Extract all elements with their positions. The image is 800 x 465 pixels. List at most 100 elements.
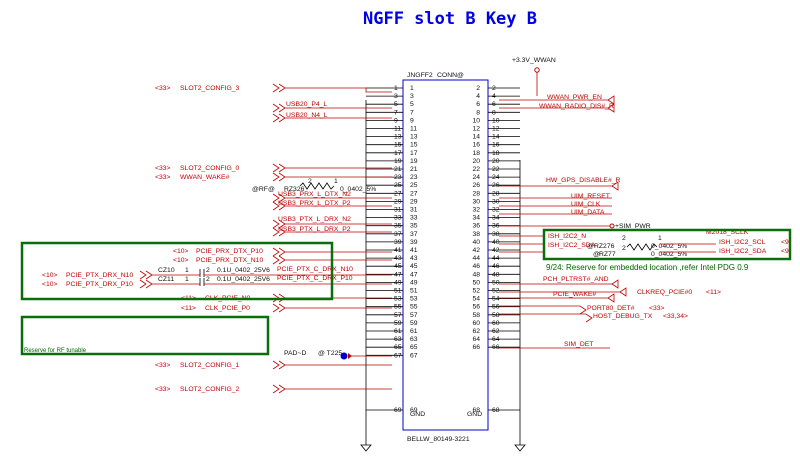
- pad-label: PAD~D: [284, 350, 306, 357]
- pin-outer-right-44: 44: [492, 255, 500, 262]
- pin-inner-right-40: 40: [472, 239, 480, 246]
- net-slot2-config-1: SLOT2_CONFIG_1: [180, 362, 240, 369]
- pin-outer-right-46: 46: [492, 263, 500, 270]
- sheet-ref-prx-n10: <10>: [173, 257, 189, 264]
- sheet-ref-wwan-wake: <33>: [155, 174, 171, 181]
- pin-inner-right-52: 52: [472, 288, 480, 295]
- net-uim-data: UIM_DATA: [571, 209, 605, 216]
- wire-ptx-p10: [139, 279, 200, 289]
- pin-inner-right-24: 24: [472, 174, 480, 181]
- pin-outer-left-9: 9: [394, 117, 398, 124]
- pin-inner-left-9: 9: [410, 117, 414, 124]
- cz10-pin2: 2: [206, 267, 210, 274]
- pin-inner-right-42: 42: [472, 247, 480, 254]
- wire-usb3-ptx-p2: [272, 227, 392, 237]
- pin-stubs: [366, 87, 520, 411]
- pin-outer-right-4: 4: [492, 93, 496, 100]
- wire-prx-n10: [272, 255, 392, 265]
- pin-inner-left-3: 3: [410, 93, 414, 100]
- pin-inner-left-41: 41: [410, 247, 418, 254]
- pin-inner-left-63: 63: [410, 336, 418, 343]
- pin-outer-right-30: 30: [492, 198, 500, 205]
- pin-outer-left-3: 3: [394, 93, 398, 100]
- pin-outer-right-50: 50: [492, 279, 500, 286]
- pin-outer-left-55: 55: [394, 304, 402, 311]
- pin-outer-right-26: 26: [492, 182, 500, 189]
- net-usb20-n4: USB20_N4_L: [286, 112, 328, 119]
- net-ish-i2c2-sda: ISH_I2C2_SDA: [719, 248, 767, 255]
- cap-cz11-ref: CZ11: [158, 276, 174, 283]
- cap-cz11-value: 0.1U_0402_25V6: [217, 276, 270, 283]
- net-ish-n: ISH_I2C2_N: [548, 233, 586, 240]
- pin-inner-right-44: 44: [472, 255, 480, 262]
- net-slot2-config-0: SLOT2_CONFIG_0: [180, 165, 240, 172]
- cz11-pin2: 2: [206, 276, 210, 283]
- net-slot2-config-3: SLOT2_CONFIG_3: [180, 85, 240, 92]
- pin-outer-right-64: 64: [492, 336, 500, 343]
- wire-host-debug: [499, 313, 593, 323]
- pin-outer-right-48: 48: [492, 271, 500, 278]
- wire-config3: [272, 83, 392, 93]
- resistor-rz326-ref: RZ326: [284, 186, 305, 193]
- cap-cz10-value: 0.1U_0402_25V6: [217, 267, 270, 274]
- cap-cz10-symbol: [199, 269, 205, 277]
- pin-inner-right-8: 8: [476, 109, 480, 116]
- pin-inner-left-45: 45: [410, 263, 418, 270]
- rz77-prefix: @: [593, 251, 600, 258]
- pin-outer-left-61: 61: [394, 328, 402, 335]
- pin-outer-left-1: 1: [394, 85, 398, 92]
- pin-outer-right-56: 56: [492, 304, 500, 311]
- wire-wwan-wake: [272, 172, 392, 182]
- pin-inner-left-27: 27: [410, 190, 418, 197]
- wire-prx-p10: [272, 247, 392, 257]
- net-usb3-prx-n2: USB3_PRX_L_DTX_N2: [278, 191, 351, 198]
- net-wwan-pwr-en: WWAN_PWR_EN: [547, 94, 602, 101]
- rz276-pin2: 2: [622, 235, 626, 242]
- pin-inner-left-17: 17: [410, 150, 418, 157]
- pin-outer-left-25: 25: [394, 182, 402, 189]
- connector-pins-outer-left: 1357911131517192123252729313335373941434…: [394, 85, 402, 414]
- wire-usb3-ptx-n2: [272, 219, 392, 229]
- net-ish-i2c2-scl: ISH_I2C2_SCL: [719, 239, 766, 246]
- pin-inner-right-68: 68: [472, 407, 480, 414]
- net-pcie-prx-p10: PCIE_PRX_DTX_P10: [196, 248, 263, 255]
- wire-pch-pltrst: [499, 279, 619, 289]
- pin-outer-right-66: 66: [492, 344, 500, 351]
- pin-inner-left-39: 39: [410, 239, 418, 246]
- pin-outer-right-22: 22: [492, 166, 500, 173]
- sheet-ref-port80: <33>: [649, 305, 665, 312]
- pin-inner-right-16: 16: [472, 142, 480, 149]
- pin-outer-left-7: 7: [394, 109, 398, 116]
- pin-inner-right-18: 18: [472, 150, 480, 157]
- gnd-symbol-left: [360, 444, 372, 452]
- cz10-pin1: 1: [185, 267, 189, 274]
- wire-config0: [272, 163, 392, 173]
- pin-outer-right-6: 6: [492, 101, 496, 108]
- sheet-ref-config0: <33>: [155, 165, 171, 172]
- pin-inner-right-6: 6: [476, 101, 480, 108]
- rz276-pin1: 1: [658, 235, 662, 242]
- pin-inner-left-61: 61: [410, 328, 418, 335]
- testpoint-arrow: [348, 353, 352, 359]
- testpoint-label: @ T225: [318, 350, 342, 357]
- wire-hw-gps: [499, 181, 619, 191]
- pin-outer-right-58: 58: [492, 312, 500, 319]
- resistor-rz326-symbol: [299, 182, 335, 190]
- pin-inner-left-29: 29: [410, 198, 418, 205]
- net-usb20-p4: USB20_P4_L: [286, 101, 327, 108]
- rz326-pin2: 2: [308, 178, 312, 185]
- pin-outer-right-8: 8: [492, 109, 496, 116]
- pin-inner-left-21: 21: [410, 166, 418, 173]
- net-pcie-ptx-p10: PCIE_PTX_DRX_P10: [66, 281, 133, 288]
- pin-inner-left-69: 69: [410, 407, 418, 414]
- wire-port80: [499, 305, 587, 315]
- pin-inner-right-10: 10: [472, 117, 480, 124]
- pin-inner-right-26: 26: [472, 182, 480, 189]
- wire-clk-p0: [272, 303, 392, 313]
- pin-inner-left-51: 51: [410, 288, 418, 295]
- net-host-debug-tx: HOST_DEBUG_TX: [593, 313, 653, 320]
- pin-inner-right-14: 14: [472, 134, 480, 141]
- connector-pins-inner-left: 1357911131517192123252729313335373941434…: [410, 85, 418, 414]
- pin-inner-right-12: 12: [472, 126, 480, 133]
